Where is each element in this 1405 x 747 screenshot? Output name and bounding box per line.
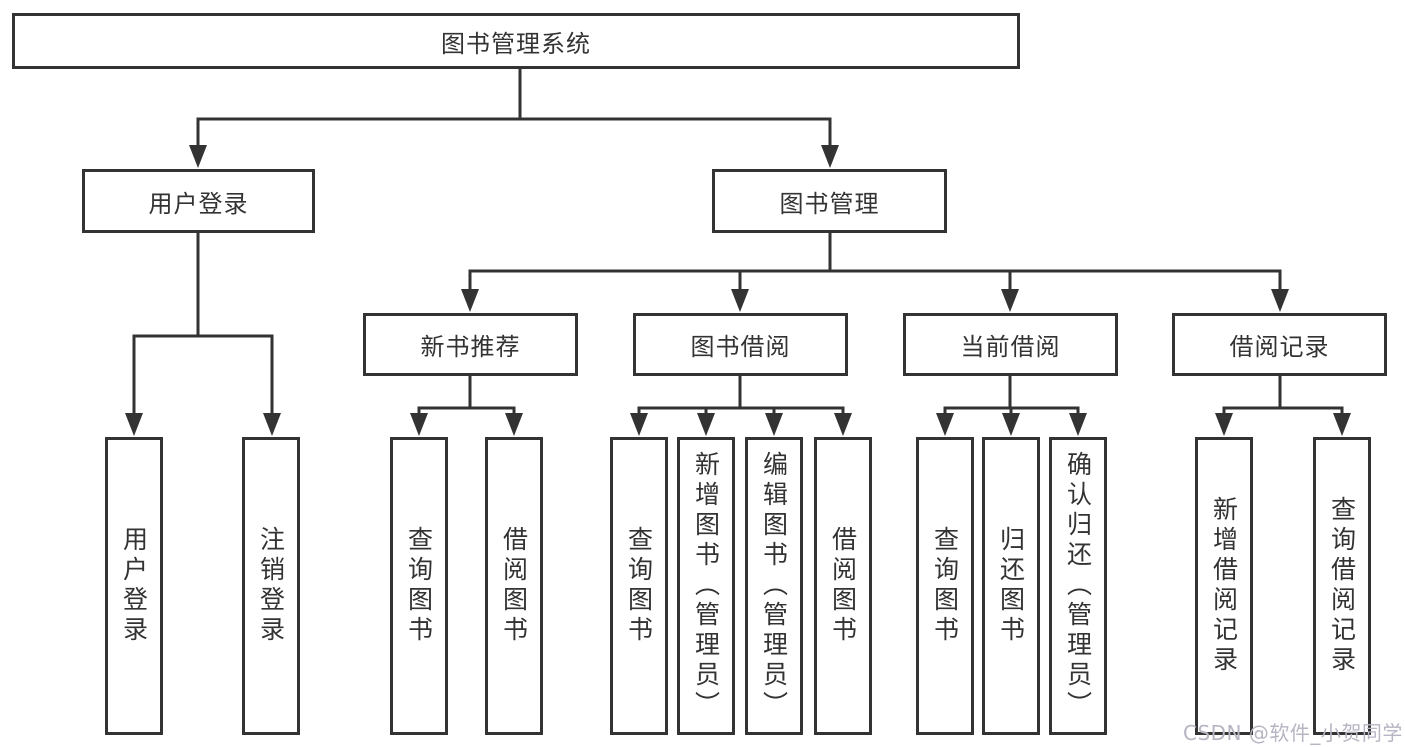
- connector-current-borrow-to-leaves: [943, 374, 1080, 418]
- connector-root-to-level2: [196, 66, 832, 150]
- leaf-current-query-book: 查询图书: [916, 437, 974, 735]
- node-user-login: 用户登录: [82, 169, 315, 233]
- node-root: 图书管理系统: [12, 13, 1020, 69]
- leaf-recommend-borrow-book: 借阅图书: [485, 437, 543, 735]
- leaf-records-query-record: 查询借阅记录: [1313, 437, 1371, 735]
- leaf-login: 用户登录: [105, 437, 163, 735]
- leaf-borrow-borrow-book: 借阅图书: [814, 437, 872, 735]
- node-borrow-records: 借阅记录: [1172, 313, 1387, 376]
- watermark: CSDN @软件_小贺同学: [1183, 721, 1403, 745]
- node-book-borrow: 图书借阅: [633, 313, 848, 376]
- node-book-management: 图书管理: [712, 169, 947, 233]
- leaf-borrow-query-book: 查询图书: [610, 437, 668, 735]
- leaf-borrow-add-book-admin: 新增图书（管理员）: [677, 437, 735, 735]
- connector-book-borrow-to-leaves: [637, 374, 845, 418]
- leaf-recommend-query-book: 查询图书: [390, 437, 448, 735]
- leaf-current-confirm-return-admin: 确认归还（管理员）: [1049, 437, 1107, 735]
- node-new-book-recommend: 新书推荐: [363, 313, 578, 376]
- node-current-borrow: 当前借阅: [903, 313, 1118, 376]
- leaf-records-add-record: 新增借阅记录: [1195, 437, 1253, 735]
- leaf-borrow-edit-book-admin: 编辑图书（管理员）: [745, 437, 803, 735]
- connector-user-login-to-leaves: [132, 231, 274, 418]
- leaf-current-return-book: 归还图书: [982, 437, 1040, 735]
- connector-new-book-recommend-to-leaves: [417, 374, 516, 418]
- connector-book-management-to-level3: [468, 231, 1282, 294]
- connector-borrow-records-to-leaves: [1222, 374, 1344, 418]
- leaf-logout: 注销登录: [242, 437, 300, 735]
